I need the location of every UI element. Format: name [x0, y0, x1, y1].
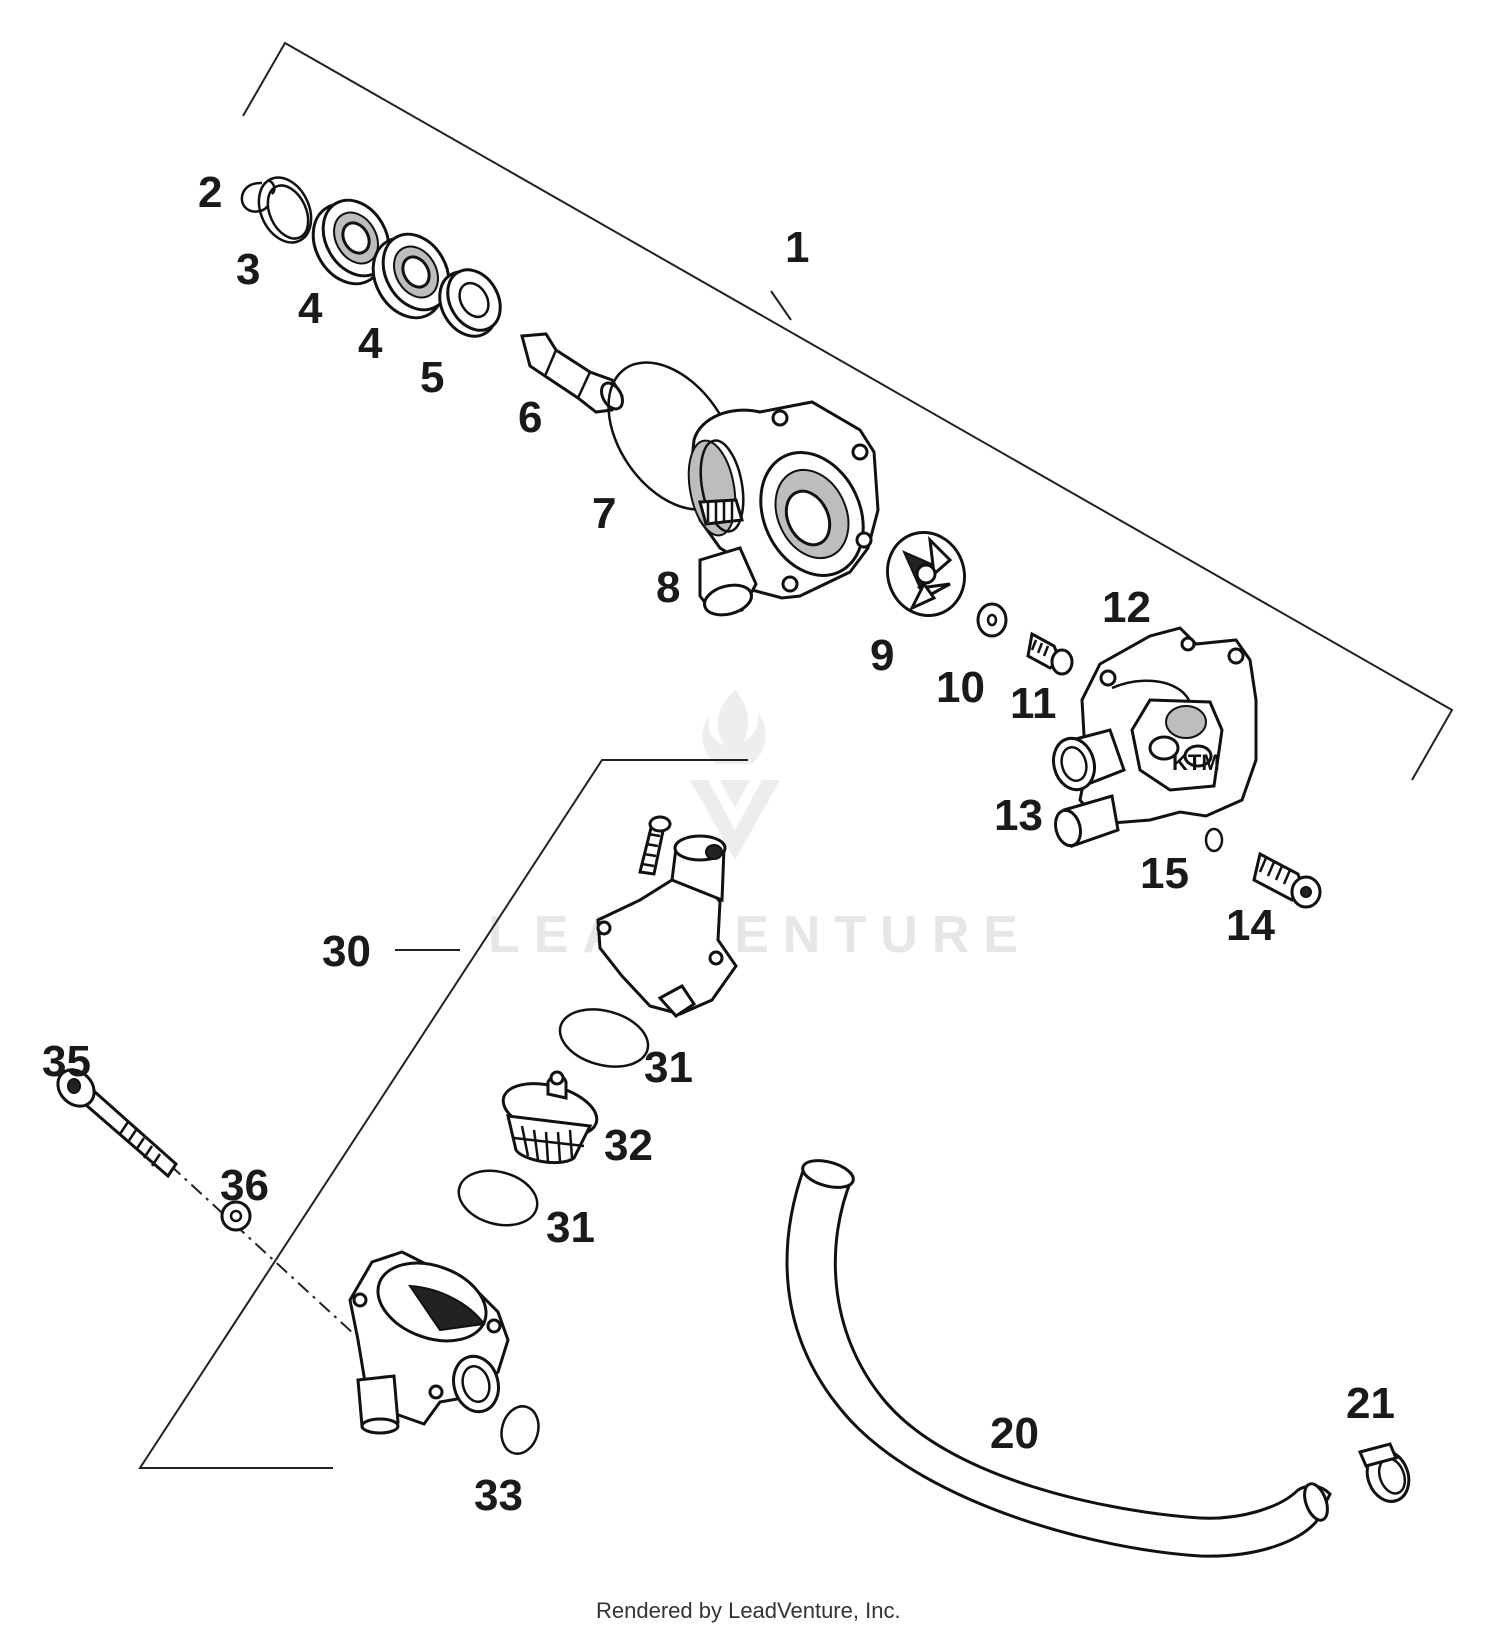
o-ring-part-31a: [558, 1008, 650, 1068]
bearing-part-1: [311, 198, 391, 286]
callout-31a: 31: [644, 1043, 693, 1092]
callout-32: 32: [604, 1121, 653, 1170]
pump-housing-part: [687, 400, 880, 617]
thermostat-screw-part: [638, 815, 672, 876]
bearing-part-2: [371, 232, 451, 320]
pump-cover-part: KTM: [1078, 626, 1258, 826]
callout-1: 1: [785, 223, 809, 272]
o-ring-part-33: [500, 1405, 540, 1455]
o-ring-part-31b: [457, 1169, 539, 1227]
callout-30: 30: [322, 927, 371, 976]
callout-21: 21: [1346, 1379, 1395, 1428]
callout-9: 9: [870, 631, 894, 680]
callout-11: 11: [1010, 679, 1057, 728]
hose-clamp-part: [1357, 1442, 1411, 1503]
watermark-logo: [690, 690, 780, 860]
o-ring-part-15: [1204, 827, 1224, 853]
render-credit: Rendered by LeadVenture, Inc.: [596, 1598, 901, 1623]
washer-part-10: [976, 602, 1008, 638]
callout-36: 36: [220, 1161, 269, 1210]
callout-20: 20: [990, 1409, 1039, 1458]
coolant-hose-part: [785, 1159, 1332, 1558]
callout-10: 10: [936, 663, 985, 712]
washer-part-36: [220, 1200, 252, 1232]
pump-shaft-part: [520, 332, 624, 414]
screw-part-14: [1252, 851, 1322, 909]
callout-14: 14: [1226, 901, 1275, 950]
thermostat-housing-part: [348, 1250, 510, 1435]
shaft-seal-part: [438, 268, 502, 338]
callout-6: 6: [518, 393, 542, 442]
cover-outlet-part: [1052, 728, 1126, 848]
thermostat-part: [501, 1070, 599, 1165]
callout-5: 5: [420, 353, 444, 402]
impeller-part: [886, 530, 966, 618]
callout-2: 2: [198, 168, 222, 217]
callout-33: 33: [474, 1471, 523, 1520]
long-bolt-part: [56, 1068, 178, 1179]
centerline-bolt: [169, 1164, 356, 1336]
screw-part-11: [1026, 631, 1074, 676]
circlip-large-part: [257, 176, 313, 244]
callout-3: 3: [236, 245, 260, 294]
callout-15: 15: [1140, 849, 1189, 898]
callout-labels: 1 2 3 4 4 5 6 7 8 9 10 11 12 13 14 15 20…: [42, 168, 1395, 1520]
svg-text:KTM: KTM: [1172, 750, 1220, 775]
bracket-assembly-30: [138, 759, 748, 1469]
callout-7: 7: [592, 489, 616, 538]
watermark-text: LEADVENTURE: [488, 906, 1032, 964]
callout-31b: 31: [546, 1203, 595, 1252]
thermostat-cover-part: [596, 834, 738, 1018]
callout-4b: 4: [358, 319, 383, 368]
callout-4a: 4: [298, 284, 323, 333]
callout-12: 12: [1102, 583, 1151, 632]
callout-35: 35: [42, 1037, 91, 1086]
bracket-assembly-1: [242, 41, 1454, 781]
callout-8: 8: [656, 563, 680, 612]
callout-13: 13: [994, 791, 1043, 840]
